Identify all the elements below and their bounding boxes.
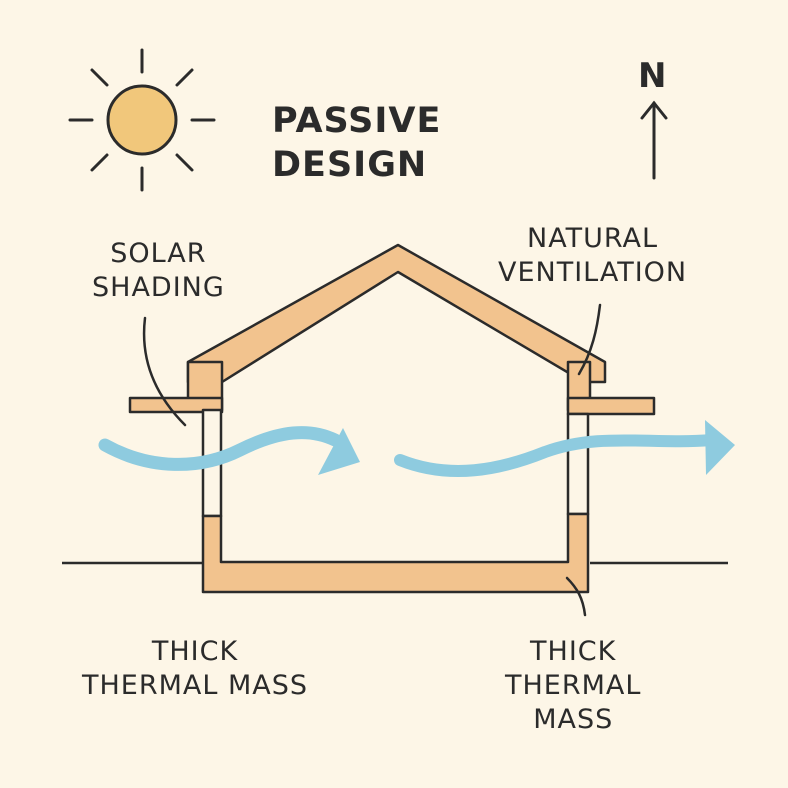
right-window	[566, 412, 590, 516]
leader-lines	[142, 303, 602, 617]
thermal-mass-base	[201, 512, 590, 594]
left-shading-overhang	[128, 396, 224, 414]
label-natural-ventilation: NATURAL VENTILATION	[498, 223, 688, 288]
label-solar-shading: SOLAR SHADING	[92, 238, 225, 303]
leader-thermal-mass	[565, 576, 587, 617]
right-shading-overhang	[566, 396, 656, 416]
label-thermal-mass-right: THICK THERMAL MASS	[505, 636, 642, 735]
title-line-2: DESIGN	[272, 144, 428, 185]
leader-natural-ventilation	[577, 303, 602, 376]
diagram-title: PASSIVE DESIGN	[272, 100, 441, 188]
label-thermal-mass-left: THICK THERMAL MASS	[82, 636, 309, 701]
north-arrow-icon	[640, 100, 668, 180]
title-line-1: PASSIVE	[272, 101, 442, 141]
leader-solar-shading	[142, 316, 187, 427]
airflow-right	[394, 420, 735, 478]
sun-icon	[68, 48, 216, 192]
north-letter: N	[638, 56, 668, 96]
airflow-left	[98, 426, 360, 475]
